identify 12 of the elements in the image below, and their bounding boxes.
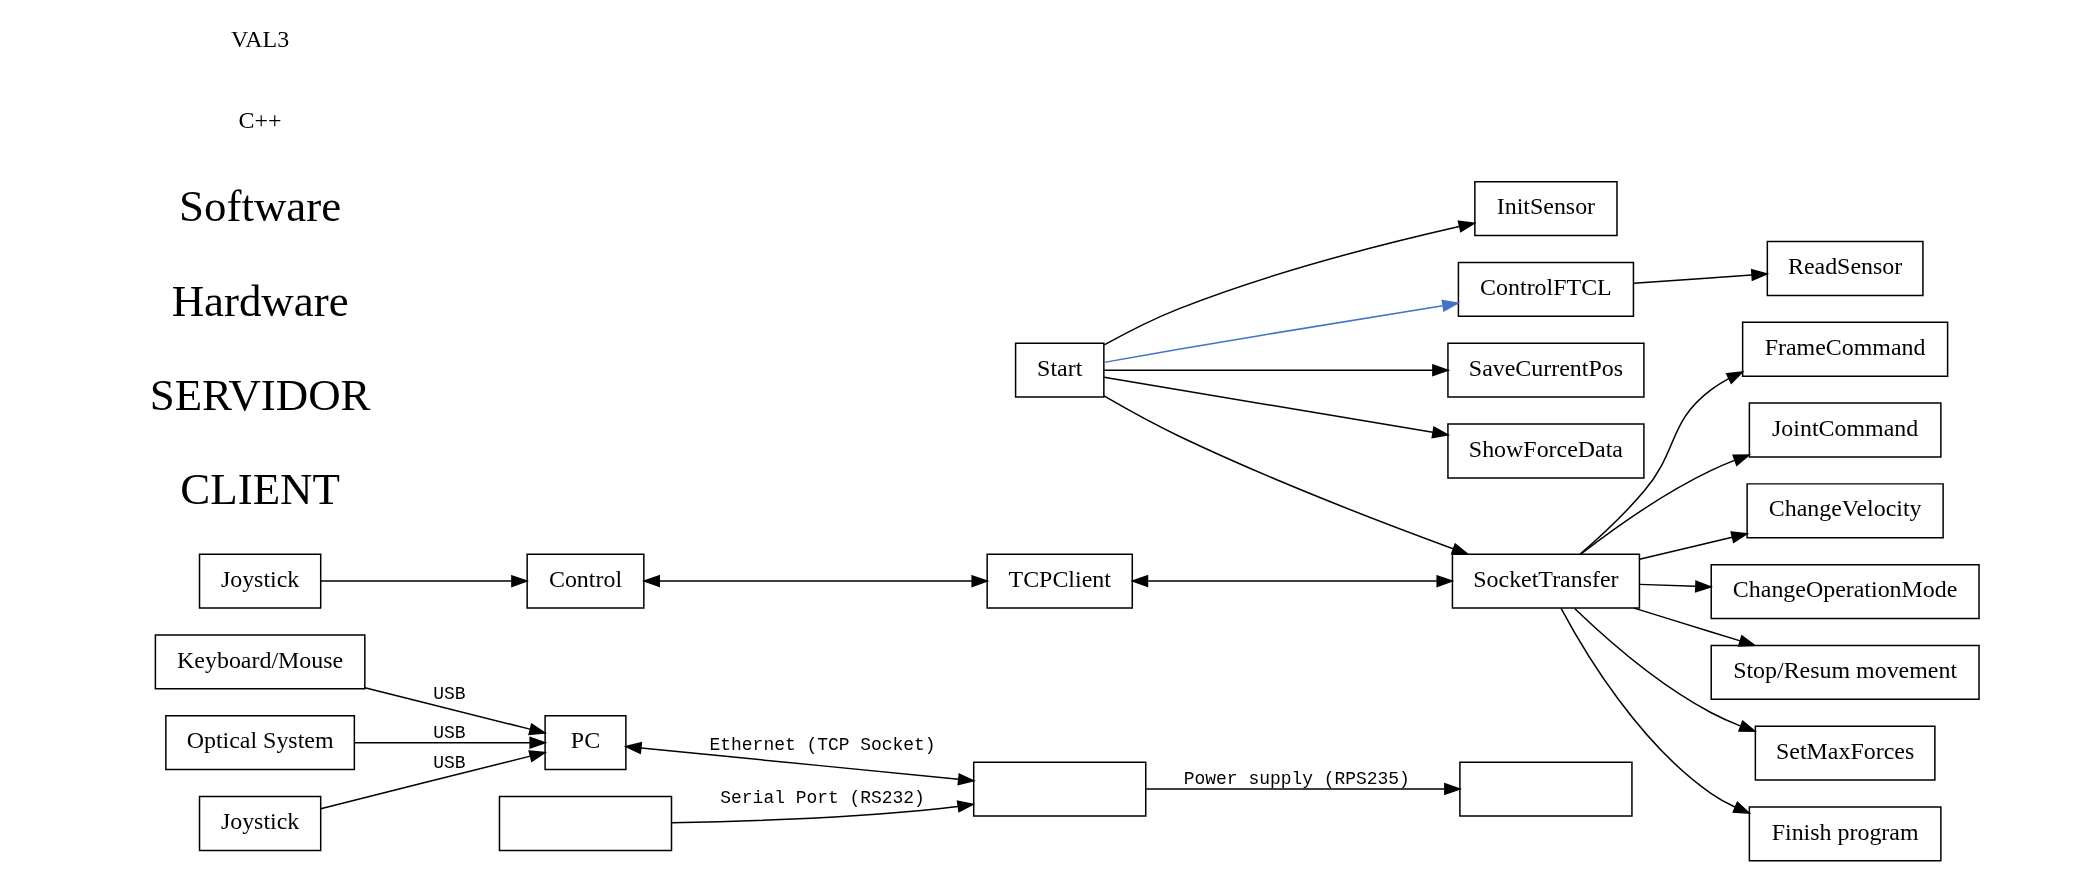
label: VAL3	[231, 25, 290, 52]
edge-label: Ethernet (TCP Socket)	[709, 734, 936, 755]
edge-label: Power supply (RPS235)	[1183, 768, 1410, 789]
edge-label: USB	[433, 752, 466, 773]
edge-label: Serial Port (RS232)	[720, 788, 925, 809]
label: Hardware	[171, 275, 349, 326]
label: Software	[179, 181, 342, 232]
label: SERVIDOR	[149, 369, 371, 420]
label: C++	[238, 106, 282, 133]
label: CLIENT	[180, 464, 340, 515]
edge-label: USB	[433, 722, 466, 743]
edge-label: USB	[433, 683, 466, 704]
